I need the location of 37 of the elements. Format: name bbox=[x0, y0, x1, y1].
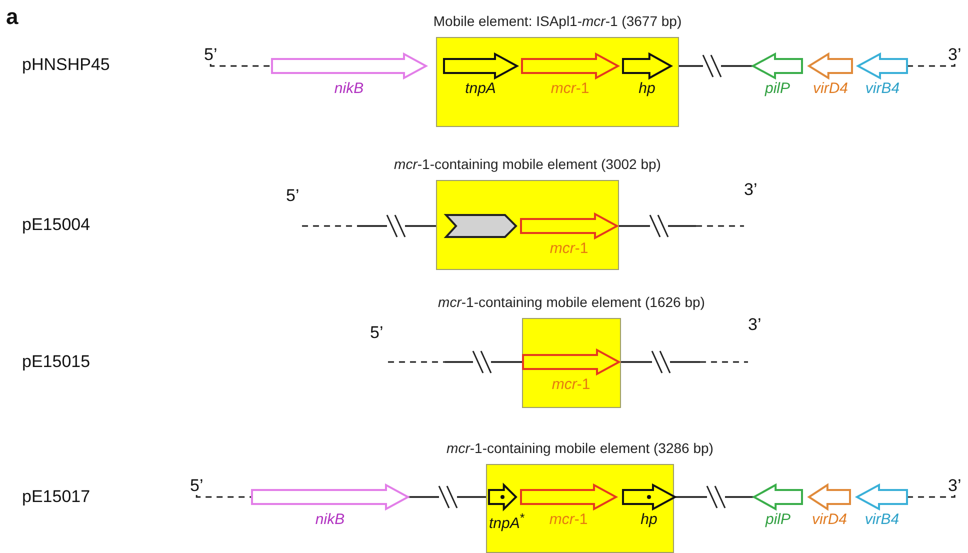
strand-end-label: 5’ bbox=[204, 45, 218, 64]
panel-letter: a bbox=[6, 4, 18, 30]
gene-label: pilP bbox=[766, 511, 790, 528]
strand-end-label: 3’ bbox=[748, 315, 762, 335]
dashed-sequence-line bbox=[196, 495, 252, 498]
plasmid-name: pE15015 bbox=[22, 352, 90, 372]
dashed-sequence-line bbox=[907, 495, 956, 498]
gene-label: virB4 bbox=[865, 80, 900, 97]
gene-label: nikB bbox=[315, 511, 345, 528]
gene-label: nikB bbox=[334, 80, 364, 97]
plasmid-name: pHNSHP45 bbox=[22, 55, 110, 75]
strand-end-label: 5’ bbox=[370, 323, 384, 343]
strand-end-label: 3’ bbox=[948, 476, 962, 495]
gene-label: mcr-1 bbox=[550, 80, 590, 97]
gene-label: hp bbox=[640, 511, 658, 528]
gene-label: tnpA bbox=[465, 80, 496, 97]
element-heading: mcr-1-containing mobile element (3286 bp) bbox=[446, 440, 714, 456]
gene-label: virD4 bbox=[812, 511, 847, 528]
element-heading: mcr-1-containing mobile element (1626 bp) bbox=[438, 294, 705, 310]
gene-label: mcr-1 bbox=[552, 376, 590, 393]
gene-label: mcr-1 bbox=[549, 511, 588, 528]
gene-label: virD4 bbox=[813, 80, 848, 97]
gene-label: tnpA$^{*}$ bbox=[489, 511, 525, 532]
strand-end-label: 3’ bbox=[948, 45, 962, 64]
gene-label: hp bbox=[638, 80, 656, 97]
strand-end-label: 5’ bbox=[286, 186, 300, 206]
strand-end-label: 3’ bbox=[744, 180, 758, 200]
element-heading: mcr-1-containing mobile element (3002 bp) bbox=[394, 156, 661, 172]
strand-end-label: 5’ bbox=[190, 476, 204, 495]
plasmid-name: pE15004 bbox=[22, 215, 90, 235]
gene-label: mcr-1 bbox=[550, 240, 588, 257]
plasmid-name: pE15017 bbox=[22, 487, 90, 507]
dashed-sequence-line bbox=[907, 64, 956, 67]
gene-label: pilP bbox=[765, 80, 790, 97]
gene-label: virB4 bbox=[864, 511, 900, 528]
element-heading: Mobile element: ISApl1-mcr-1 (3677 bp) bbox=[433, 13, 682, 29]
dashed-sequence-line bbox=[210, 64, 272, 67]
